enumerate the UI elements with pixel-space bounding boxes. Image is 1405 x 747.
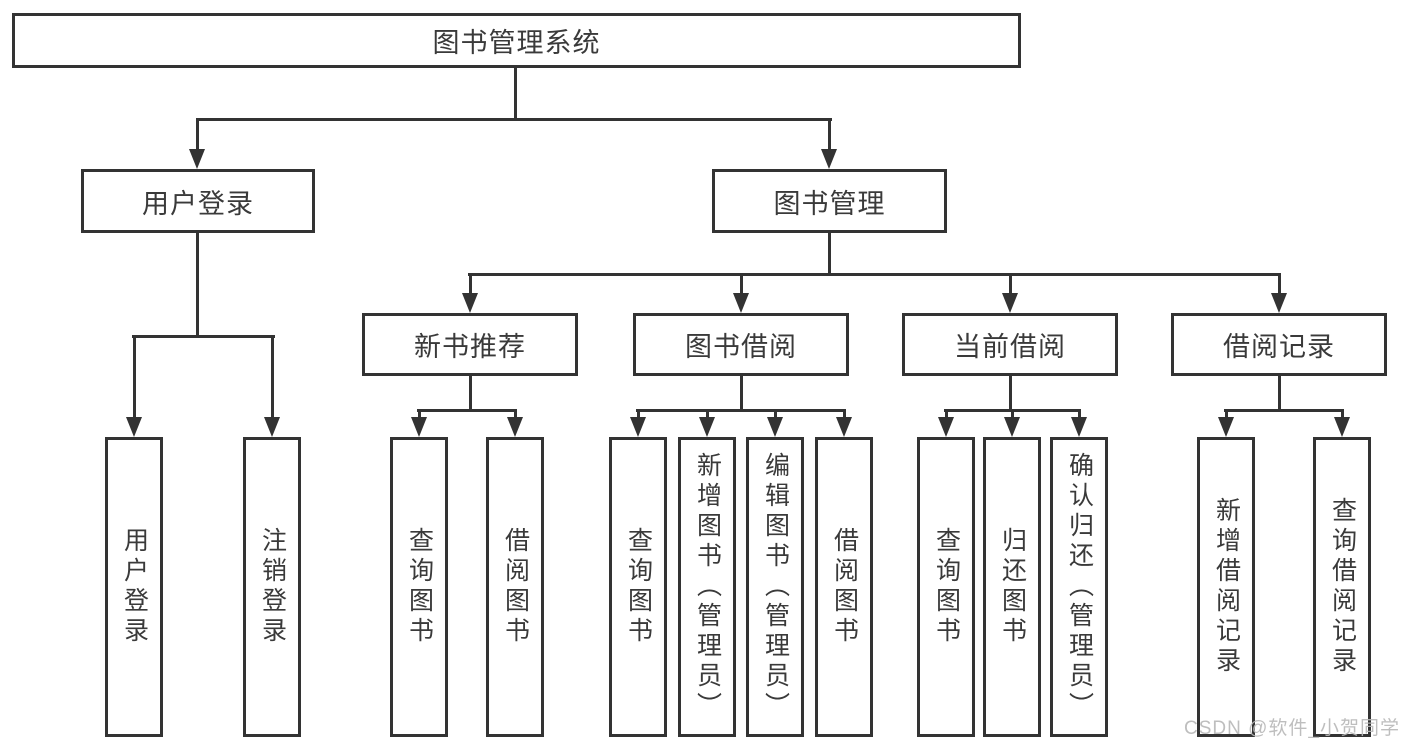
node-leaf-label: 借阅图书 <box>501 527 530 647</box>
connector-stem <box>133 335 136 418</box>
connector-stem <box>196 118 199 150</box>
arrow-down-icon <box>836 417 852 437</box>
connector-stem <box>774 409 777 418</box>
node-leaf-label: 查询图书 <box>932 527 961 647</box>
node-book-management: 图书管理 <box>712 169 947 233</box>
node-leaf-query-book-b: 查询图书 <box>609 437 667 737</box>
arrow-down-icon <box>1002 293 1018 313</box>
node-leaf-borrow-book-a: 借阅图书 <box>486 437 544 737</box>
arrow-down-icon <box>462 293 478 313</box>
node-leaf-query-book-c: 查询图书 <box>917 437 975 737</box>
connector-stem <box>469 273 472 294</box>
connector-bookmgmt-hline <box>468 273 1281 276</box>
node-leaf-logout: 注销登录 <box>243 437 301 737</box>
node-book-borrow-label: 图书借阅 <box>685 332 797 362</box>
node-leaf-add-borrow-record: 新增借阅记录 <box>1197 437 1255 737</box>
connector-stem <box>706 409 709 418</box>
arrow-down-icon <box>821 149 837 169</box>
connector-root-vline <box>514 68 517 121</box>
connector-stem <box>828 118 831 150</box>
node-root: 图书管理系统 <box>12 13 1021 68</box>
node-user-login: 用户登录 <box>81 169 315 233</box>
connector-stem <box>1011 409 1014 418</box>
arrow-down-icon <box>1271 293 1287 313</box>
node-leaf-query-borrow-record: 查询借阅记录 <box>1313 437 1371 737</box>
node-root-label: 图书管理系统 <box>432 28 601 58</box>
connector-userlogin-vline <box>196 233 199 335</box>
node-leaf-user-login: 用户登录 <box>105 437 163 737</box>
connector-stem <box>1009 273 1012 294</box>
node-leaf-label: 新增图书（管理员） <box>693 452 722 722</box>
connector-bookborrow-hline <box>636 409 846 412</box>
arrow-down-icon <box>264 417 280 437</box>
connector-bookborrow-vline <box>740 376 743 409</box>
node-current-borrow-label: 当前借阅 <box>954 332 1066 362</box>
connector-userlogin-hline <box>132 335 275 338</box>
arrow-down-icon <box>126 417 142 437</box>
arrow-down-icon <box>767 417 783 437</box>
node-current-borrow: 当前借阅 <box>902 313 1118 376</box>
node-leaf-confirm-return-admin: 确认归还（管理员） <box>1050 437 1108 737</box>
node-leaf-label: 新增借阅记录 <box>1212 497 1241 677</box>
node-leaf-label: 查询图书 <box>405 527 434 647</box>
arrow-down-icon <box>630 417 646 437</box>
connector-stem <box>418 409 421 418</box>
connector-stem <box>271 335 274 418</box>
connector-stem <box>1341 409 1344 418</box>
node-leaf-label: 确认归还（管理员） <box>1065 452 1094 722</box>
connector-bookmgmt-vline <box>828 233 831 273</box>
node-book-management-label: 图书管理 <box>773 188 886 219</box>
connector-borrowrecord-vline <box>1278 376 1281 409</box>
node-leaf-borrow-book-b: 借阅图书 <box>815 437 873 737</box>
node-leaf-add-book-admin: 新增图书（管理员） <box>678 437 736 737</box>
arrow-down-icon <box>1004 417 1020 437</box>
connector-stem <box>637 409 640 418</box>
arrow-down-icon <box>1218 417 1234 437</box>
node-leaf-label: 借阅图书 <box>830 527 859 647</box>
node-book-borrow: 图书借阅 <box>633 313 849 376</box>
node-user-login-label: 用户登录 <box>142 188 254 219</box>
arrow-down-icon <box>699 417 715 437</box>
node-new-book-recommend-label: 新书推荐 <box>414 332 526 362</box>
arrow-down-icon <box>189 149 205 169</box>
arrow-down-icon <box>938 417 954 437</box>
connector-borrowrecord-hline <box>1224 409 1344 412</box>
connector-stem <box>1278 273 1281 294</box>
node-leaf-edit-book-admin: 编辑图书（管理员） <box>746 437 804 737</box>
node-leaf-return-book: 归还图书 <box>983 437 1041 737</box>
connector-stem <box>514 409 517 418</box>
connector-newbook-hline <box>417 409 517 412</box>
connector-currentborrow-vline <box>1009 376 1012 409</box>
connector-root-hline <box>196 118 832 121</box>
connector-stem <box>843 409 846 418</box>
connector-stem <box>945 409 948 418</box>
watermark-text: CSDN @软件_小贺同学 <box>1184 718 1400 739</box>
node-leaf-label: 归还图书 <box>998 527 1027 647</box>
node-leaf-label: 查询借阅记录 <box>1328 497 1357 677</box>
arrow-down-icon <box>733 293 749 313</box>
node-borrow-record-label: 借阅记录 <box>1223 332 1335 362</box>
node-leaf-label: 编辑图书（管理员） <box>761 452 790 722</box>
connector-stem <box>740 273 743 294</box>
node-leaf-label: 注销登录 <box>258 527 287 647</box>
arrow-down-icon <box>1334 417 1350 437</box>
arrow-down-icon <box>507 417 523 437</box>
arrow-down-icon <box>411 417 427 437</box>
node-leaf-label: 用户登录 <box>120 527 149 647</box>
node-leaf-query-book-a: 查询图书 <box>390 437 448 737</box>
connector-newbook-vline <box>469 376 472 409</box>
connector-stem <box>1225 409 1228 418</box>
connector-stem <box>1078 409 1081 418</box>
arrow-down-icon <box>1071 417 1087 437</box>
node-borrow-record: 借阅记录 <box>1171 313 1387 376</box>
node-leaf-label: 查询图书 <box>624 527 653 647</box>
node-new-book-recommend: 新书推荐 <box>362 313 578 376</box>
